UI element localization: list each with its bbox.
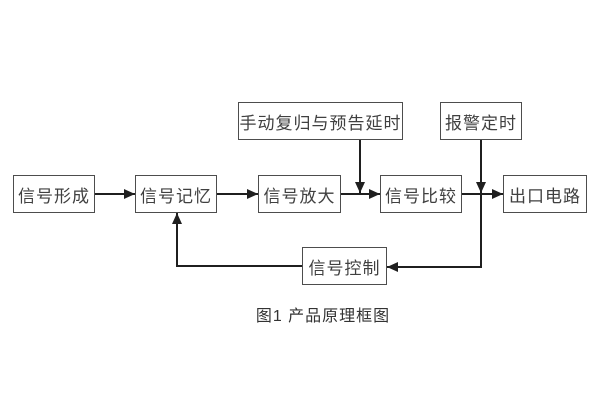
node-signal-formation: 信号形成 (13, 175, 95, 213)
node-label-alarm-timing: 报警定时 (445, 113, 517, 133)
node-manual-reset-and-forewarn-delay: 手动复归与预告延时 (238, 102, 403, 140)
node-label-signal-formation: 信号形成 (18, 186, 90, 206)
node-output-circuit: 出口电路 (503, 175, 587, 213)
node-label-signal-comparison: 信号比较 (385, 186, 457, 206)
node-label-signal-control: 信号控制 (308, 258, 381, 278)
node-signal-amplification: 信号放大 (258, 175, 341, 213)
node-signal-comparison: 信号比较 (380, 175, 462, 213)
node-label-manual-reset-and-forewarn-delay: 手动复归与预告延时 (239, 113, 402, 133)
node-label-signal-memory: 信号记忆 (140, 186, 212, 206)
node-label-signal-amplification: 信号放大 (263, 186, 336, 206)
node-label-output-circuit: 出口电路 (509, 186, 581, 206)
node-signal-memory: 信号记忆 (135, 175, 217, 213)
figure-caption: 图1 产品原理框图 (255, 308, 391, 325)
node-alarm-timing: 报警定时 (440, 102, 522, 140)
edge-junction-to-control (387, 193, 482, 272)
node-signal-control: 信号控制 (302, 247, 387, 285)
edge-control-to-memory (172, 213, 302, 267)
